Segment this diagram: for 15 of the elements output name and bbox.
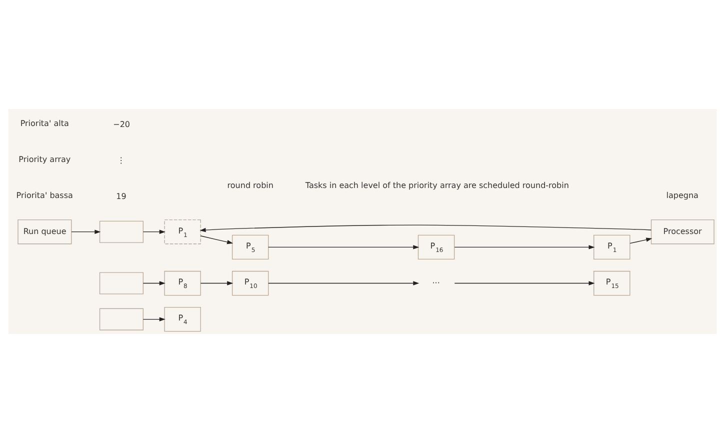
arrow xyxy=(268,245,420,250)
arrow xyxy=(200,224,652,232)
arrow xyxy=(142,230,166,234)
arrow xyxy=(71,230,101,234)
arrow xyxy=(268,281,420,286)
arrow xyxy=(630,238,652,244)
arrow xyxy=(454,281,595,286)
arrow xyxy=(200,281,234,286)
arrow xyxy=(454,245,595,250)
node-box xyxy=(99,272,144,294)
arrow xyxy=(142,317,166,322)
node-box xyxy=(99,220,144,243)
arrow xyxy=(142,281,166,286)
node-box xyxy=(99,308,144,330)
arrow xyxy=(200,236,234,244)
